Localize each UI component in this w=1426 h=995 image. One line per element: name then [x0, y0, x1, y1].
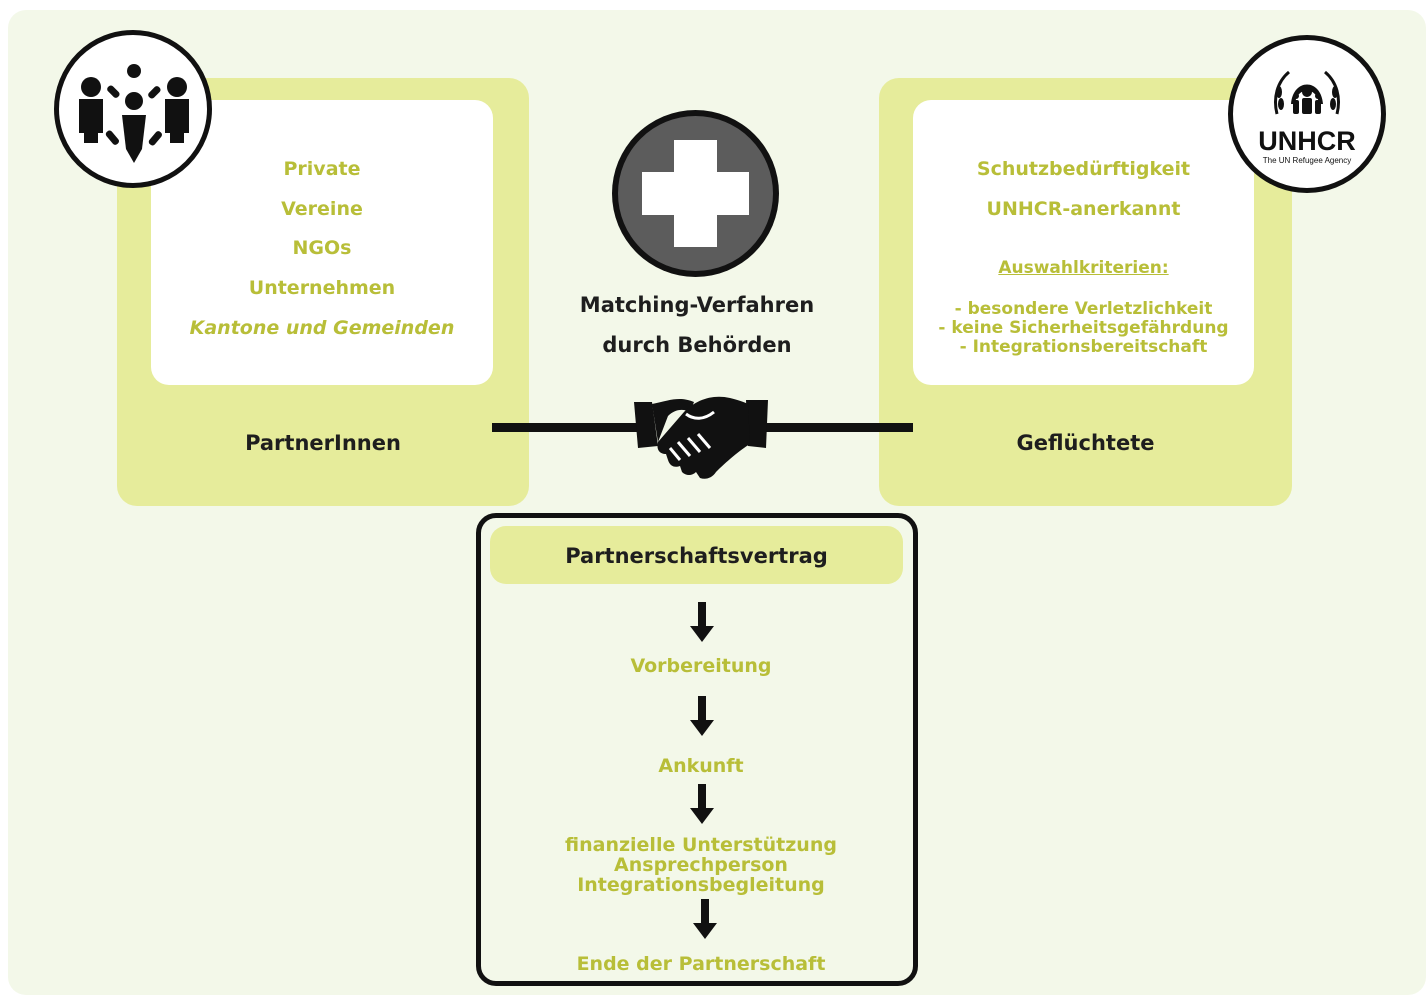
arrow-down-icon: [693, 899, 717, 939]
step-ankunft: Ankunft: [658, 755, 744, 777]
matching-line-2: durch Behörden: [602, 333, 792, 357]
process-box: Partnerschaftsvertrag Vorbereitung Ankun…: [476, 513, 918, 986]
refugee-item-schutz: Schutzbedürftigkeit: [976, 158, 1191, 180]
unhcr-logo-word: UNHCR: [1258, 126, 1356, 156]
partner-item-vereine: Vereine: [281, 198, 363, 220]
partner-item-ngos: NGOs: [292, 237, 352, 259]
support-financial: finanzielle Unterstützung: [565, 834, 837, 856]
partner-item-kantone: Kantone und Gemeinden: [189, 317, 455, 339]
connector-left: [492, 423, 640, 432]
step-vorbereitung: Vorbereitung: [630, 655, 772, 677]
unhcr-logo-tagline: The UN Refugee Agency: [1262, 156, 1352, 165]
refugees-label: Geflüchtete: [1016, 431, 1155, 455]
partner-item-unternehmen: Unternehmen: [248, 277, 396, 299]
criteria-item-3: - Integrationsbereitschaft: [959, 337, 1208, 357]
arrow-down-icon: [690, 602, 714, 642]
group-icon: [79, 64, 189, 163]
refugees-panel: Schutzbedürftigkeit UNHCR-anerkannt Ausw…: [879, 78, 1292, 506]
support-integration: Integrationsbegleitung: [577, 874, 825, 896]
plus-icon: [642, 140, 749, 247]
contract-header: Partnerschaftsvertrag: [490, 526, 903, 584]
support-contact: Ansprechperson: [614, 854, 788, 876]
group-badge: [54, 30, 212, 188]
unhcr-logo-badge: UNHCR The UN Refugee Agency: [1228, 35, 1386, 193]
criteria-item-2: - keine Sicherheitsgefährdung: [938, 318, 1229, 338]
connector-right: [762, 423, 913, 432]
arrow-down-icon: [690, 696, 714, 736]
matching-line-1: Matching-Verfahren: [579, 293, 815, 317]
arrow-down-icon: [690, 784, 714, 824]
handshake-icon: [634, 396, 768, 479]
plus-circle: [612, 110, 779, 277]
contract-title: Partnerschaftsvertrag: [565, 544, 828, 568]
criteria-heading: Auswahlkriterien:: [998, 258, 1169, 278]
unhcr-emblem-icon: [1274, 70, 1340, 115]
criteria-item-1: - besondere Verletzlichkeit: [954, 299, 1213, 319]
partners-list-box: Private Vereine NGOs Unternehmen Kantone…: [151, 100, 493, 385]
partner-item-private: Private: [283, 158, 361, 180]
refugees-criteria-box: Schutzbedürftigkeit UNHCR-anerkannt Ausw…: [913, 100, 1254, 385]
partners-label: PartnerInnen: [245, 431, 401, 455]
refugee-item-unhcr: UNHCR-anerkannt: [986, 198, 1181, 220]
step-ende: Ende der Partnerschaft: [576, 953, 826, 975]
